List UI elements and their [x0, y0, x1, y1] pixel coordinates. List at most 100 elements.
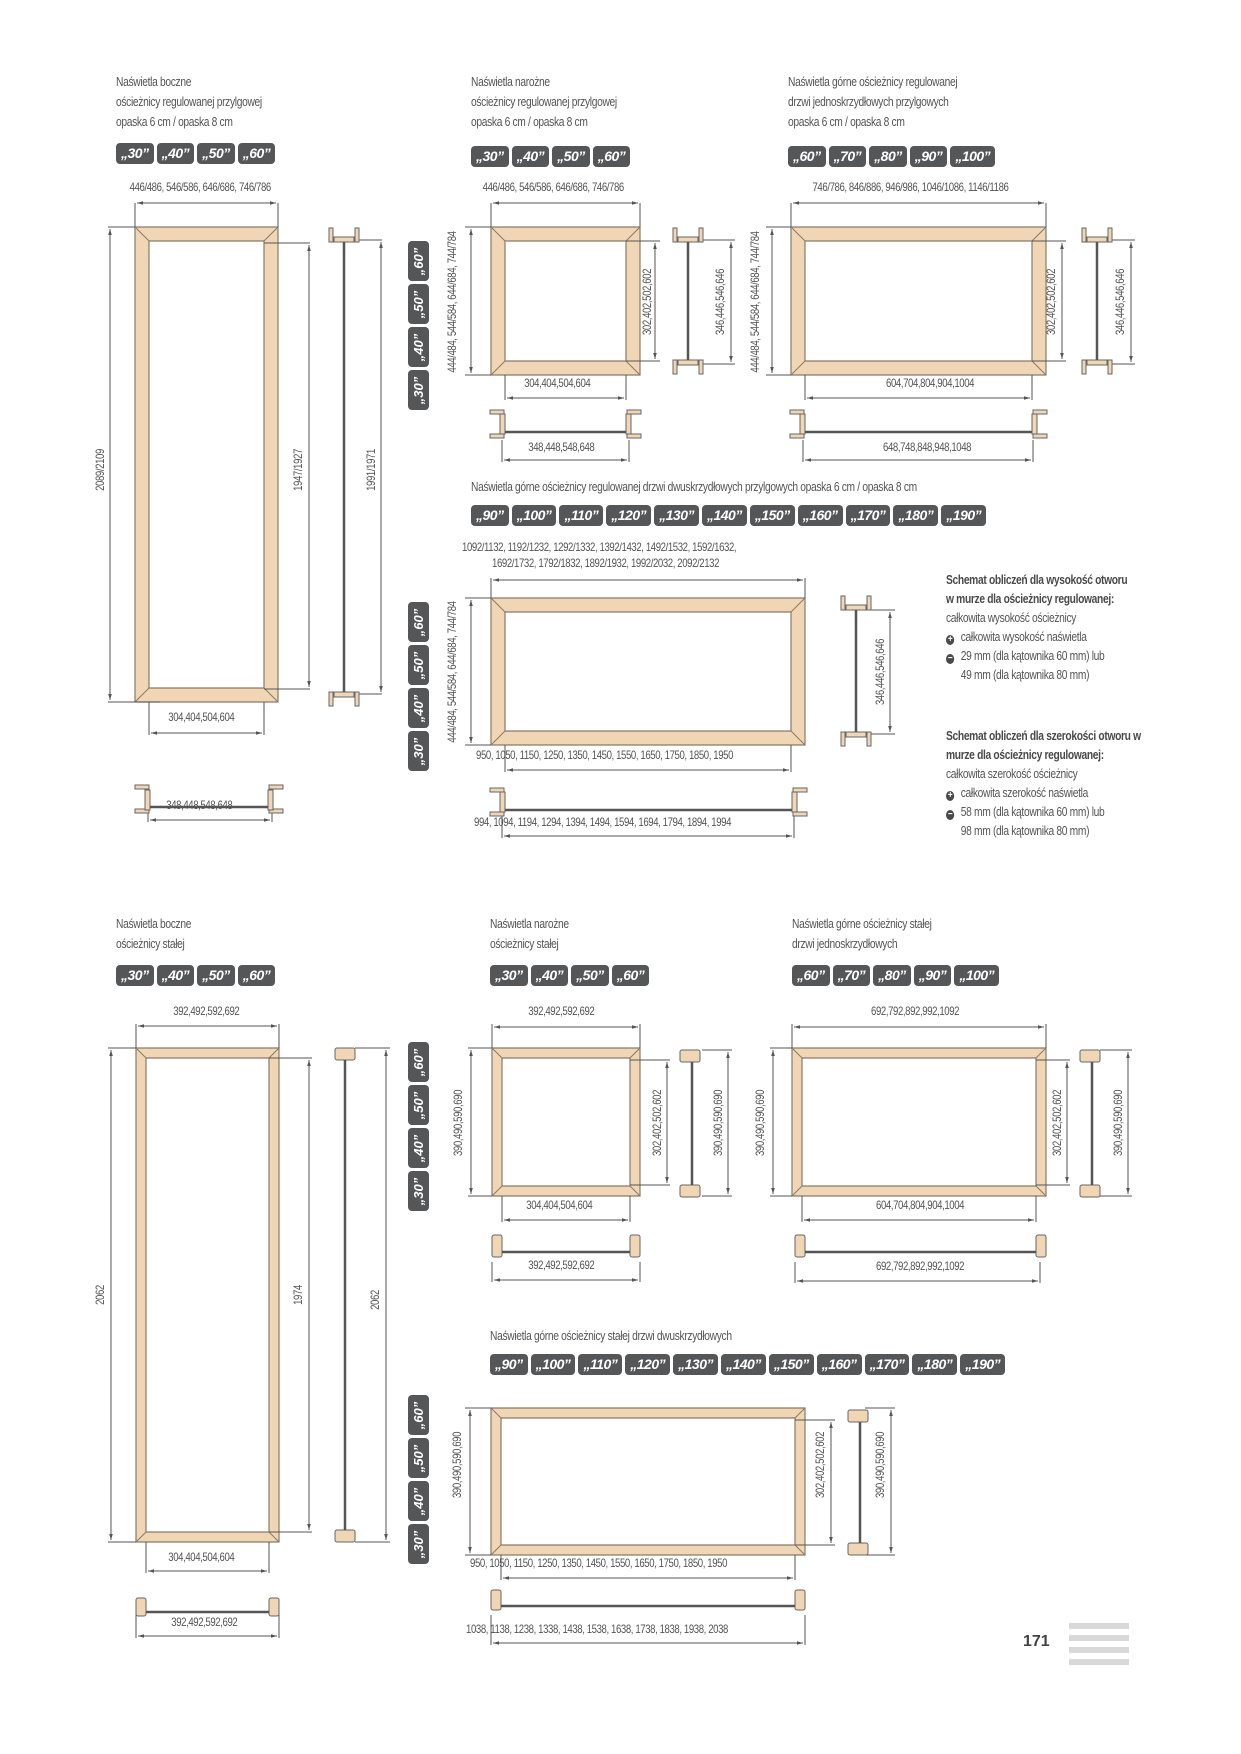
- title-line: drzwi jednoskrzydłowych: [792, 937, 898, 951]
- dim-profile-width: 392,492,592,692: [171, 1615, 238, 1629]
- dim-inner-height: 302,402,502,602: [813, 1431, 827, 1499]
- size-badge: „40”: [511, 146, 550, 167]
- info-heading: Schemat obliczeń dla wysokość otworu: [946, 573, 1128, 587]
- size-badge: „180”: [912, 1354, 958, 1375]
- size-badge: „50”: [197, 143, 235, 164]
- size-badges: „30” „40” „50” „60”: [490, 965, 650, 986]
- title-line: ościeżnicy regulowanej przylgowej: [116, 95, 262, 109]
- title-line: opaska 6 cm / opaska 8 cm: [788, 115, 905, 129]
- dim-profile-height: 390,490,590,690: [711, 1089, 725, 1157]
- title-line: Naświetla górne ościeżnicy regulowanej d…: [471, 480, 917, 494]
- size-badge: „40”: [408, 1481, 429, 1521]
- size-badge: „180”: [893, 505, 939, 526]
- info-line: 49 mm (dla kątownika 80 mm): [960, 668, 1090, 682]
- dim-profile-width: 392,492,592,692: [528, 1258, 595, 1272]
- size-badge: „60”: [408, 241, 429, 281]
- plus-icon: +: [946, 790, 955, 801]
- size-badges: „90” „100” „110” „120” „130” „140” „150”…: [471, 505, 987, 526]
- dim-outer-height: 390,490,590,690: [450, 1431, 464, 1499]
- size-badge: „60”: [237, 965, 276, 986]
- size-badge: „50”: [552, 146, 590, 167]
- size-badge: „60”: [788, 146, 826, 167]
- size-badge: „110”: [578, 1354, 623, 1375]
- size-badge: „130”: [673, 1354, 718, 1375]
- title-line: Naświetla boczne: [116, 917, 192, 931]
- size-badge: „50”: [408, 284, 429, 324]
- info-line: 29 mm (dla kątownika 60 mm) lub: [960, 649, 1105, 663]
- size-badge: „160”: [816, 1354, 862, 1375]
- page-number: 171: [1023, 1633, 1050, 1650]
- info-heading: murze dla ościeżnicy regulowanej:: [946, 748, 1104, 762]
- size-badge: „30”: [408, 731, 429, 771]
- size-badge: „50”: [408, 1085, 429, 1125]
- dim-outer-height: 444/484, 544/584, 644/684, 744/784: [748, 231, 762, 373]
- size-badge: „30”: [490, 965, 528, 986]
- dim-inner-height: 302,402,502,602: [1050, 1089, 1064, 1157]
- size-badge: „100”: [530, 1354, 576, 1375]
- info-heading: w murze dla ościeżnicy regulowanej:: [946, 592, 1114, 606]
- height-calculation-info: Schemat obliczeń dla wysokość otworu w m…: [946, 571, 1128, 685]
- dim-inner-width: 304,404,504,604: [526, 1198, 593, 1212]
- size-badge: „40”: [530, 965, 569, 986]
- vertical-size-badges: „30” „40” „50” „60”: [408, 602, 429, 771]
- size-badges: „60” „70” „80” „90” „100”: [792, 965, 1000, 986]
- size-badge: „60”: [408, 602, 429, 642]
- dim-outer-height: 444/484, 544/584, 644/684, 744/784: [445, 231, 459, 373]
- section-title-top-double-regulated: Naświetla górne ościeżnicy regulowanej d…: [471, 477, 917, 497]
- decorative-stripes: [1069, 1623, 1129, 1671]
- size-badges: „90” „100” „110” „120” „130” „140” „150”…: [490, 1354, 1006, 1375]
- dim-profile-width: 648,748,848,948,1048: [883, 440, 972, 454]
- dim-profile-width: 348,448,548,648: [528, 440, 595, 454]
- size-badge: „60”: [408, 1395, 429, 1435]
- size-badge: „40”: [408, 688, 429, 728]
- size-badge: „40”: [156, 143, 195, 164]
- plus-icon: +: [946, 634, 955, 645]
- size-badge: „80”: [869, 146, 907, 167]
- size-badges: „30” „40” „50” „60”: [116, 965, 276, 986]
- size-badge: „170”: [845, 505, 891, 526]
- size-badge: „60”: [592, 146, 631, 167]
- dim-profile-height: 346,446,546,646: [1113, 268, 1127, 336]
- dim-outer-height: 2089/2109: [93, 449, 107, 491]
- title-line: ościeżnicy regulowanej przylgowej: [471, 95, 617, 109]
- vertical-size-badges: „30” „40” „50” „60”: [408, 1395, 429, 1564]
- size-badge: „100”: [950, 146, 996, 167]
- dim-inner-height: 302,402,502,602: [1044, 268, 1058, 336]
- width-calculation-info: Schemat obliczeń dla szerokości otworu w…: [946, 727, 1141, 841]
- dim-outer-width: 746/786, 846/886, 946/986, 1046/1086, 11…: [812, 180, 1009, 194]
- size-badge: „30”: [408, 1524, 429, 1564]
- size-badge: „70”: [832, 965, 871, 986]
- stripe: [1069, 1635, 1129, 1641]
- minus-icon: −: [946, 653, 955, 664]
- title-line: opaska 6 cm / opaska 8 cm: [116, 115, 233, 129]
- dim-outer-width: 692,792,892,992,1092: [871, 1004, 960, 1018]
- dim-profile-height: 390,490,590,690: [873, 1431, 887, 1499]
- dim-profile-width: 692,792,892,992,1092: [876, 1259, 965, 1273]
- info-line: całkowita szerokość ościeżnicy: [946, 767, 1078, 781]
- dim-outer-width-line-2: 1692/1732, 1792/1832, 1892/1932, 1992/20…: [492, 556, 720, 570]
- dim-inner-height: 1974: [291, 1285, 305, 1305]
- vertical-size-badges: „30” „40” „50” „60”: [408, 241, 429, 410]
- dim-profile-width: 1038, 1138, 1238, 1338, 1438, 1538, 1638…: [466, 1622, 728, 1636]
- info-line: całkowita wysokość naświetla: [960, 630, 1087, 644]
- size-badge: „150”: [768, 1354, 814, 1375]
- dim-outer-height: 390,490,590,690: [753, 1089, 767, 1157]
- size-badge: „30”: [408, 370, 429, 410]
- dim-profile-width: 348,448,548,648: [166, 798, 233, 812]
- dim-inner-height: 302,402,502,602: [640, 268, 654, 336]
- size-badge: „90”: [913, 965, 952, 986]
- dim-inner-width: 304,404,504,604: [524, 376, 591, 390]
- size-badge: „100”: [511, 505, 557, 526]
- size-badge: „120”: [625, 1354, 671, 1375]
- size-badge: „30”: [116, 965, 154, 986]
- dim-profile-height: 1991/1971: [364, 449, 378, 491]
- size-badge: „50”: [197, 965, 235, 986]
- dim-inner-width: 304,404,504,604: [168, 710, 235, 724]
- size-badge: „60”: [611, 965, 650, 986]
- title-line: ościeżnicy stałej: [116, 937, 185, 951]
- dim-outer-width-line-1: 1092/1132, 1192/1232, 1292/1332, 1392/14…: [462, 540, 737, 554]
- section-title-side-regulated: Naświetla boczne ościeżnicy regulowanej …: [116, 72, 262, 132]
- size-badges: „30” „40” „50” „60”: [116, 143, 276, 164]
- title-line: Naświetla narożne: [490, 917, 569, 931]
